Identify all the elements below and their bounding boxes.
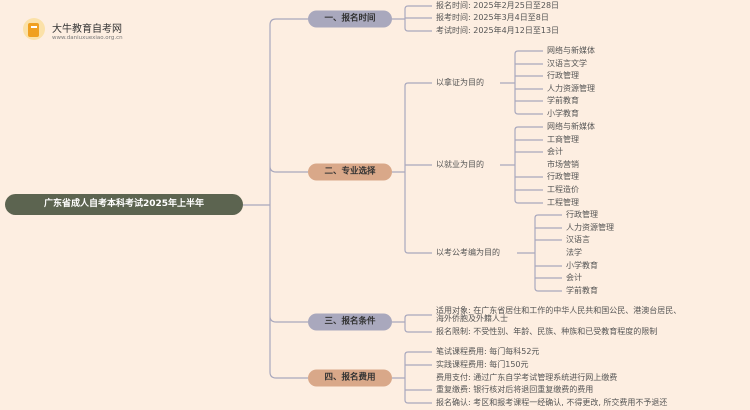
leaf: 人力资源管理: [547, 84, 595, 93]
leaf: 小学教育: [566, 261, 598, 270]
leaf: 重复缴费: 银行核对后将退回重复缴费的费用: [436, 385, 594, 394]
leaf: 海外侨胞及外籍人士: [436, 314, 508, 323]
branch-requirements[interactable]: 三、报名条件: [308, 313, 392, 331]
leaf: 行政管理: [566, 210, 598, 219]
branch-registration-time[interactable]: 一、报名时间: [308, 10, 392, 28]
leaf: 适用对象: 在广东省居住和工作的中华人民共和国公民、港澳台居民、: [436, 306, 682, 315]
leaf: 汉语言文学: [547, 59, 587, 68]
leaf: 行政管理: [547, 71, 579, 80]
leaf: 市场营销: [547, 160, 579, 169]
subgroup: 以就业为目的: [436, 160, 484, 169]
leaf: 考试时间: 2025年4月12日至13日: [436, 26, 560, 35]
branch-fees[interactable]: 四、报名费用: [308, 369, 392, 387]
leaf: 小学教育: [547, 109, 579, 118]
leaf: 工程管理: [547, 198, 579, 207]
leaf: 学前教育: [547, 96, 579, 105]
leaf: 实践课程费用: 每门150元: [436, 360, 529, 369]
leaf: 会计: [566, 273, 582, 282]
leaf: 网络与新媒体: [547, 122, 595, 131]
leaf: 工商管理: [547, 135, 579, 144]
leaf: 笔试课程费用: 每门每科52元: [436, 347, 540, 356]
book-logo-icon: [23, 18, 45, 40]
root-node[interactable]: 广东省成人自考本科考试2025年上半年: [5, 194, 243, 215]
logo-name: 大牛教育自考网: [52, 24, 122, 35]
subgroup: 以考公考编为目的: [436, 248, 500, 257]
leaf: 网络与新媒体: [547, 46, 595, 55]
leaf: 汉语言: [566, 235, 590, 244]
leaf: 法学: [566, 248, 582, 257]
leaf: 报名时间: 2025年2月25日至28日: [436, 1, 560, 10]
leaf: 学前教育: [566, 286, 598, 295]
leaf: 行政管理: [547, 172, 579, 181]
subgroup: 以拿证为目的: [436, 78, 484, 87]
leaf: 报考时间: 2025年3月4日至8日: [436, 13, 549, 22]
leaf: 工程造价: [547, 185, 579, 194]
leaf: 人力资源管理: [566, 223, 614, 232]
leaf: 费用支付: 通过广东自学考试管理系统进行网上缴费: [436, 373, 618, 382]
leaf: 报名确认: 考区和报考课程一经确认, 不得更改, 所交费用不予退还: [436, 398, 668, 407]
branch-major-selection[interactable]: 二、专业选择: [308, 163, 392, 181]
leaf: 会计: [547, 147, 563, 156]
leaf: 报名限制: 不受性别、年龄、民族、种族和已受教育程度的限制: [436, 327, 658, 336]
logo: 大牛教育自考网 www.daniuxuexiao.org.cn: [22, 16, 123, 46]
logo-url: www.daniuxuexiao.org.cn: [52, 35, 123, 41]
